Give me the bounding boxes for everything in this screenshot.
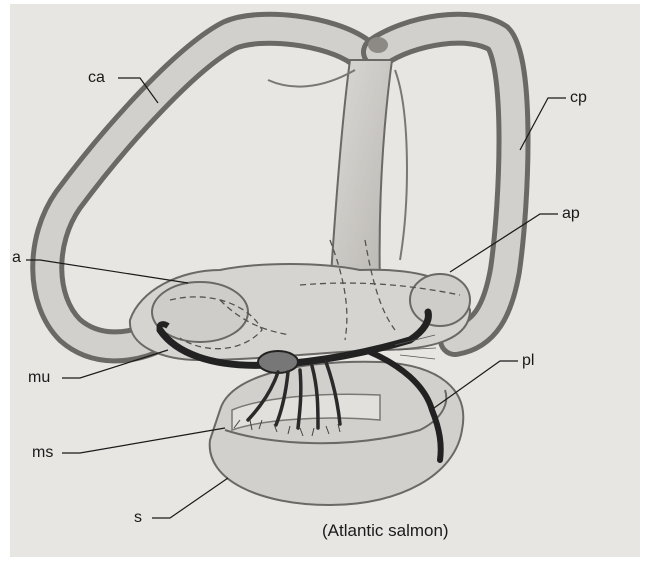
common-crus — [330, 60, 392, 290]
label-cp: cp — [570, 90, 587, 106]
label-a: a — [12, 250, 21, 266]
figure-caption: (Atlantic salmon) — [322, 521, 449, 541]
label-s: s — [134, 510, 142, 526]
saccule — [210, 362, 464, 505]
nerve-ganglion — [258, 351, 298, 373]
leader-ms — [62, 428, 225, 453]
label-ap: ap — [562, 206, 580, 222]
leader-s — [152, 478, 228, 518]
label-ca: ca — [88, 70, 105, 86]
posterior-ampulla — [410, 274, 470, 326]
label-mu: mu — [28, 370, 50, 386]
label-ms: ms — [32, 445, 53, 461]
label-pl: pl — [522, 353, 534, 369]
